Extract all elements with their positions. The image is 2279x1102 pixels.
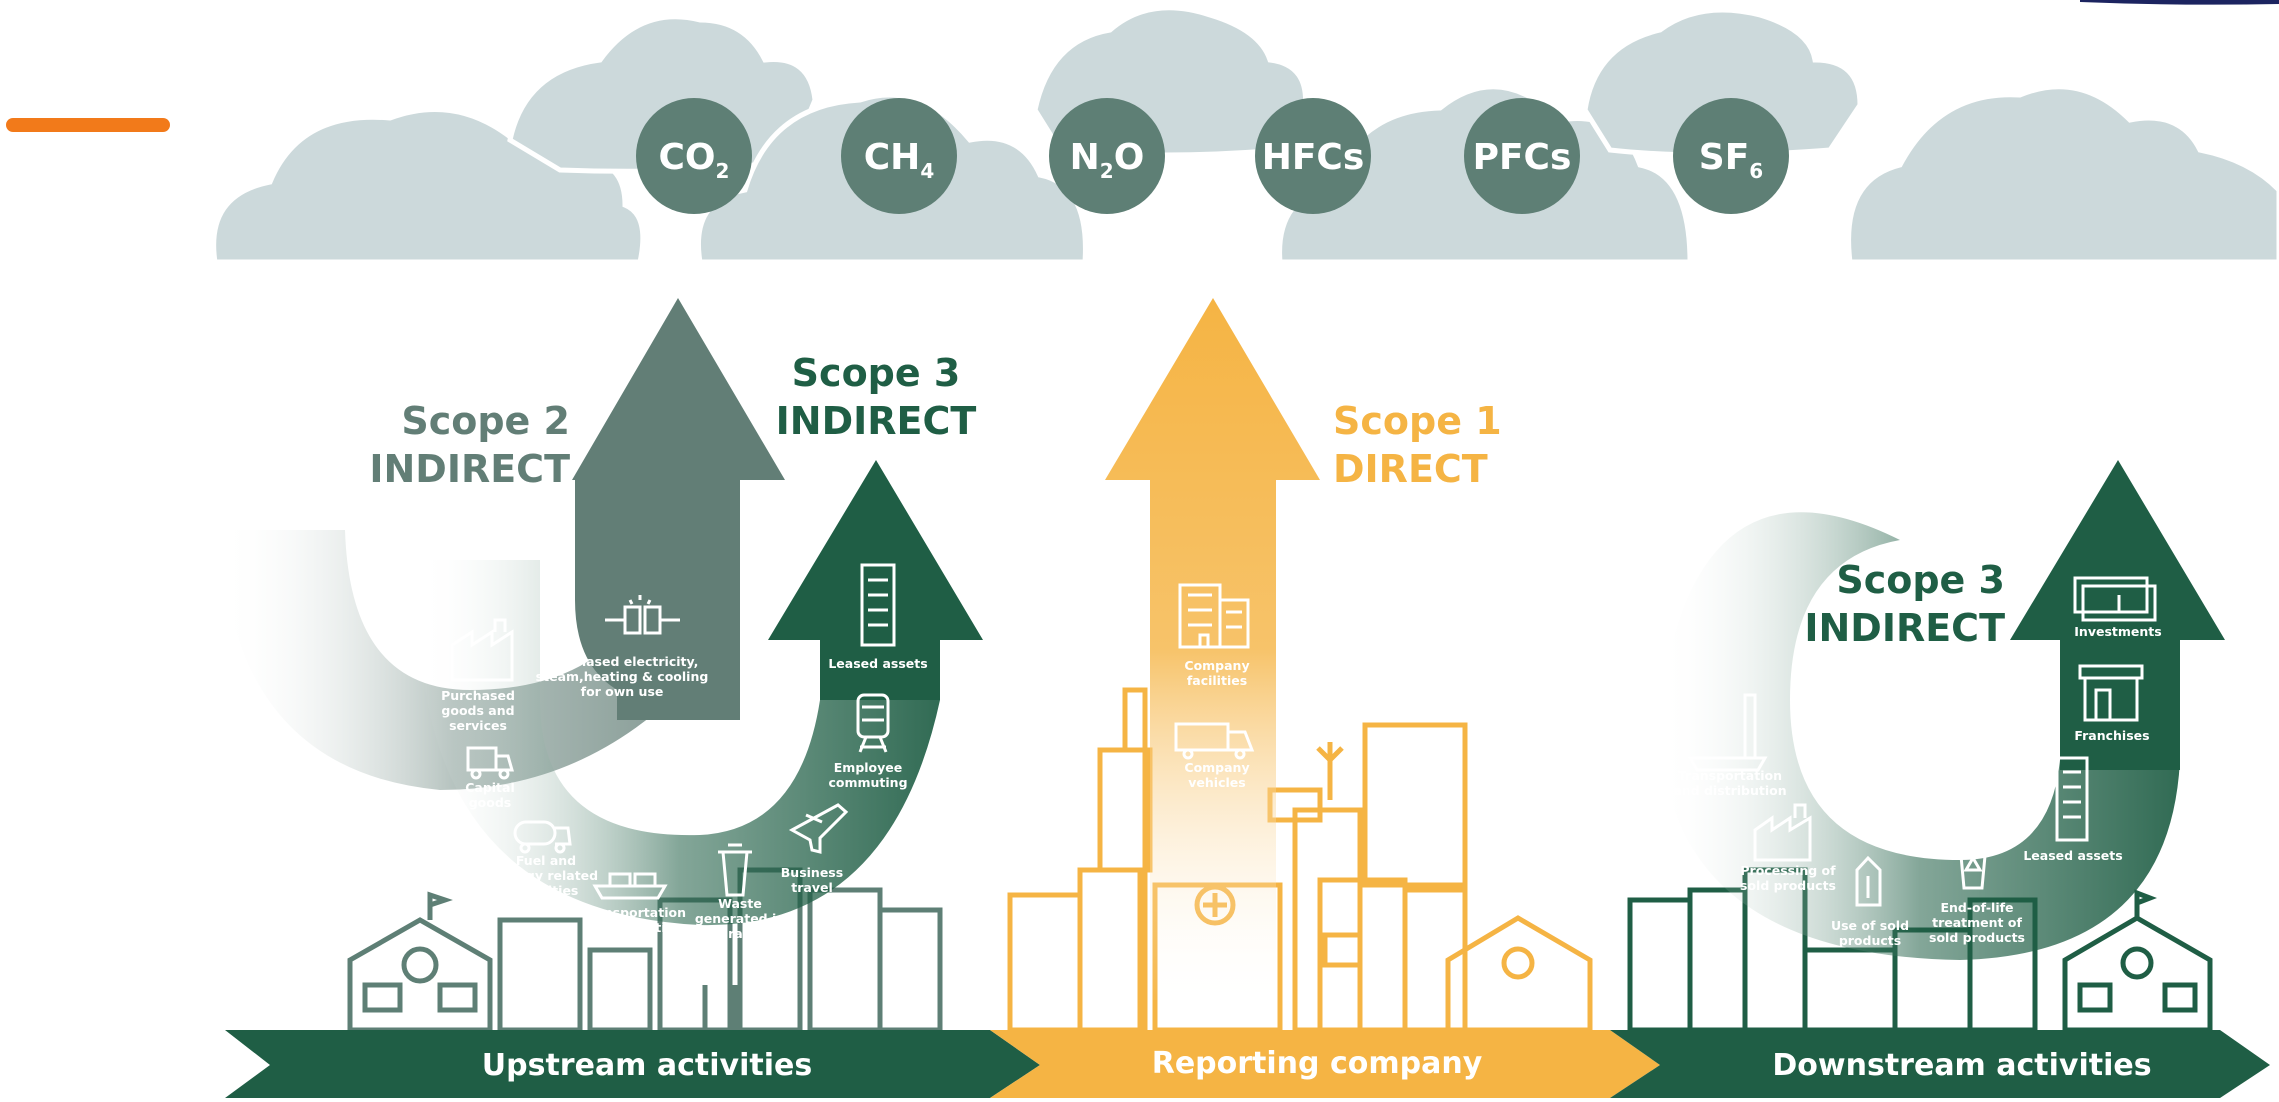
processing-label-2: sold products [1740,878,1836,893]
upstream-leased-assets-label: Leased assets [828,656,927,671]
factory-icon [450,618,514,682]
plug-icon [605,595,680,635]
gas-label: HFCs [1262,137,1365,178]
ship-icon [592,872,668,900]
purchased-electricity-label-1: Purchased electricity, [546,654,699,669]
downstream-banner-label: Downstream activities [1772,1048,2151,1083]
purchased-electricity-label-2: steam,heating & cooling [536,669,709,684]
upstream-banner [225,1030,1040,1098]
end-of-life-label-1: End-of-life [1940,900,2013,915]
scope3-downstream-arrow [2010,460,2225,770]
scope3-upstream-title: Scope 3 [792,351,961,395]
use-of-sold-label-2: products [1839,933,1901,948]
money-icon [2073,576,2157,622]
company-facilities-label-2: facilities [1187,673,1247,688]
company-building-icon [1178,583,1250,649]
scope3-upstream-subtitle: INDIRECT [776,399,977,443]
upstream-banner-label: Upstream activities [482,1048,812,1083]
scope3-downstream-subtitle: INDIRECT [1804,606,2005,650]
processing-label-1: Processing of [1740,863,1836,878]
train-icon [856,693,890,753]
ship-icon [1687,693,1768,772]
gas-label: SF6 [1699,137,1763,183]
plane-icon [788,803,849,854]
company-vehicles-label-1: Company [1184,760,1249,775]
purchased-goods-label-1: Purchased [441,688,515,703]
accent-bar [6,118,170,132]
fuel-energy-label-3: activities [514,883,579,898]
capital-goods-label-1: Capital [465,780,515,795]
gas-circle [1049,98,1165,214]
company-facilities-label-1: Company [1184,658,1249,673]
franchises-label: Franchises [2074,728,2149,743]
scope1-title: Scope 1 [1333,399,1502,443]
end-of-life-label-3: sold products [1929,930,2025,945]
gas-label: CH4 [864,137,934,183]
employee-commuting-label-1: Employee [834,760,903,775]
gas-circle [841,98,957,214]
trash-icon [718,843,752,897]
tanker-truck-icon [513,820,572,854]
scope3-downstream-arc [1659,512,2180,960]
downstream-transportation-label-2: and distribution [1673,783,1786,798]
gas-label: CO2 [659,137,730,183]
gas-circle [636,98,752,214]
purchased-goods-label-3: services [449,718,507,733]
building-icon [2055,756,2089,842]
factory-icon [1753,803,1812,862]
gas-circle [1255,98,1371,214]
fuel-energy-label-1: Fuel and [516,853,576,868]
corner-decoration [2080,0,2279,5]
purchased-goods-label-2: goods and [441,703,514,718]
downstream-banner [1610,1030,2270,1098]
waste-label-2: generated in [695,911,785,926]
transportation-label-2: & distribution [585,920,683,935]
investments-label: Investments [2074,624,2161,639]
gas-circle [1673,98,1789,214]
scope1-arrow [1105,298,1320,1000]
scope2-title: Scope 2 [401,399,570,443]
transportation-label-1: Transportation [582,905,686,920]
purchased-electricity-label-3: for own use [581,684,664,699]
capital-goods-label-2: goods [469,795,512,810]
company-truck-icon [1174,722,1255,760]
waste-label-3: operations [702,926,778,941]
reporting-banner-label: Reporting company [1152,1046,1483,1081]
business-travel-label-2: travel [791,880,833,895]
downstream-leased-assets-label: Leased assets [2023,848,2122,863]
company-city [1007,687,1593,1033]
storefront-icon [2078,664,2144,722]
scope3-downstream-title: Scope 3 [1836,558,2005,602]
clouds [211,5,2279,265]
recycle-bin-icon [1956,843,1990,890]
scope1-subtitle: DIRECT [1333,447,1488,491]
scope2-subtitle: INDIRECT [369,447,570,491]
scope2-arc [220,460,740,790]
price-tag-icon [1855,855,1882,907]
truck-icon [466,746,514,780]
downstream-transportation-label-1: Transportation [1678,768,1782,783]
gas-label: PFCs [1473,137,1572,178]
use-of-sold-label-1: Use of sold [1831,918,1909,933]
building-icon [860,563,896,647]
end-of-life-label-2: treatment of [1932,915,2022,930]
fuel-energy-label-2: energy related [494,868,598,883]
scope3-upstream-arc [418,560,940,926]
employee-commuting-label-2: commuting [828,775,907,790]
company-vehicles-label-2: vehicles [1188,775,1245,790]
gas-circle [1464,98,1580,214]
reporting-banner [990,1030,1660,1098]
gas-circles: CO2 CH4 N2O HFCs PFCs SF6 [636,98,1789,214]
business-travel-label-1: Business [781,865,843,880]
gas-label: N2O [1070,137,1145,183]
waste-label-1: Waste [718,896,762,911]
